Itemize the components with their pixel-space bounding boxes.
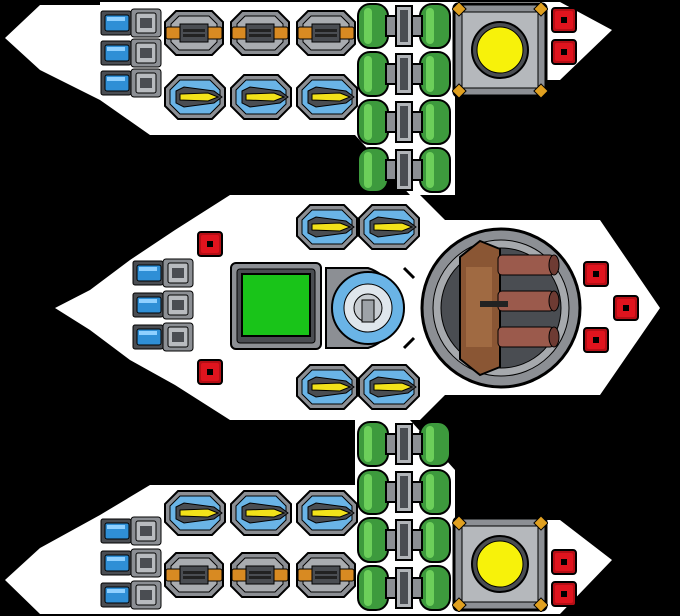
fuel-tank-icon-top-1: [356, 50, 452, 98]
thruster-icon-bottom-2: [100, 580, 162, 610]
thruster-icon-center-1: [132, 290, 194, 320]
warning-light-icon-bottom-0: [550, 548, 578, 576]
reactor-icon-bottom: [452, 516, 548, 612]
cannon-icon-top-2: [296, 10, 356, 56]
radar-dome-icon: [322, 260, 418, 356]
thruster-icon-bottom-1: [100, 548, 162, 578]
laser-icon-bottom-0: [164, 490, 226, 536]
thruster-icon-top-2: [100, 68, 162, 98]
cockpit-screen-icon: [230, 262, 322, 350]
fuel-tank-icon-bottom-1: [356, 468, 452, 516]
laser-icon-bottom-2: [296, 490, 358, 536]
cannon-icon-bottom-2: [296, 552, 356, 598]
thruster-icon-center-2: [132, 322, 194, 352]
thruster-icon-top-1: [100, 38, 162, 68]
warning-light-icon-center-right-0: [582, 260, 610, 288]
laser-icon-top-2: [296, 74, 358, 120]
cannon-icon-top-0: [164, 10, 224, 56]
laser-icon-center-top-0: [296, 204, 358, 250]
warning-light-icon-center-left-1: [196, 358, 224, 386]
warning-light-icon-center-left-0: [196, 230, 224, 258]
cannon-icon-top-1: [230, 10, 290, 56]
fuel-tank-icon-bottom-3: [356, 564, 452, 612]
warning-light-icon-center-right-2: [582, 326, 610, 354]
fuel-tank-icon-top-3: [356, 146, 452, 194]
warning-light-icon-bottom-1: [550, 580, 578, 608]
fuel-tank-icon-bottom-0: [356, 420, 452, 468]
cannon-icon-bottom-1: [230, 552, 290, 598]
fuel-tank-icon-bottom-2: [356, 516, 452, 564]
warning-light-icon-center-right-1: [612, 294, 640, 322]
warning-light-icon-top-1: [550, 38, 578, 66]
laser-icon-center-bottom-0: [296, 364, 358, 410]
reactor-icon-top: [452, 2, 548, 98]
cannon-icon-bottom-0: [164, 552, 224, 598]
laser-icon-top-0: [164, 74, 226, 120]
main-turret-icon: [420, 227, 582, 389]
thruster-icon-bottom-0: [100, 516, 162, 546]
laser-icon-center-bottom-1: [358, 364, 420, 410]
thruster-icon-center-0: [132, 258, 194, 288]
laser-icon-top-1: [230, 74, 292, 120]
thruster-icon-top-0: [100, 8, 162, 38]
laser-icon-center-top-1: [358, 204, 420, 250]
laser-icon-bottom-1: [230, 490, 292, 536]
fuel-tank-icon-top-0: [356, 2, 452, 50]
warning-light-icon-top-0: [550, 6, 578, 34]
fuel-tank-icon-top-2: [356, 98, 452, 146]
